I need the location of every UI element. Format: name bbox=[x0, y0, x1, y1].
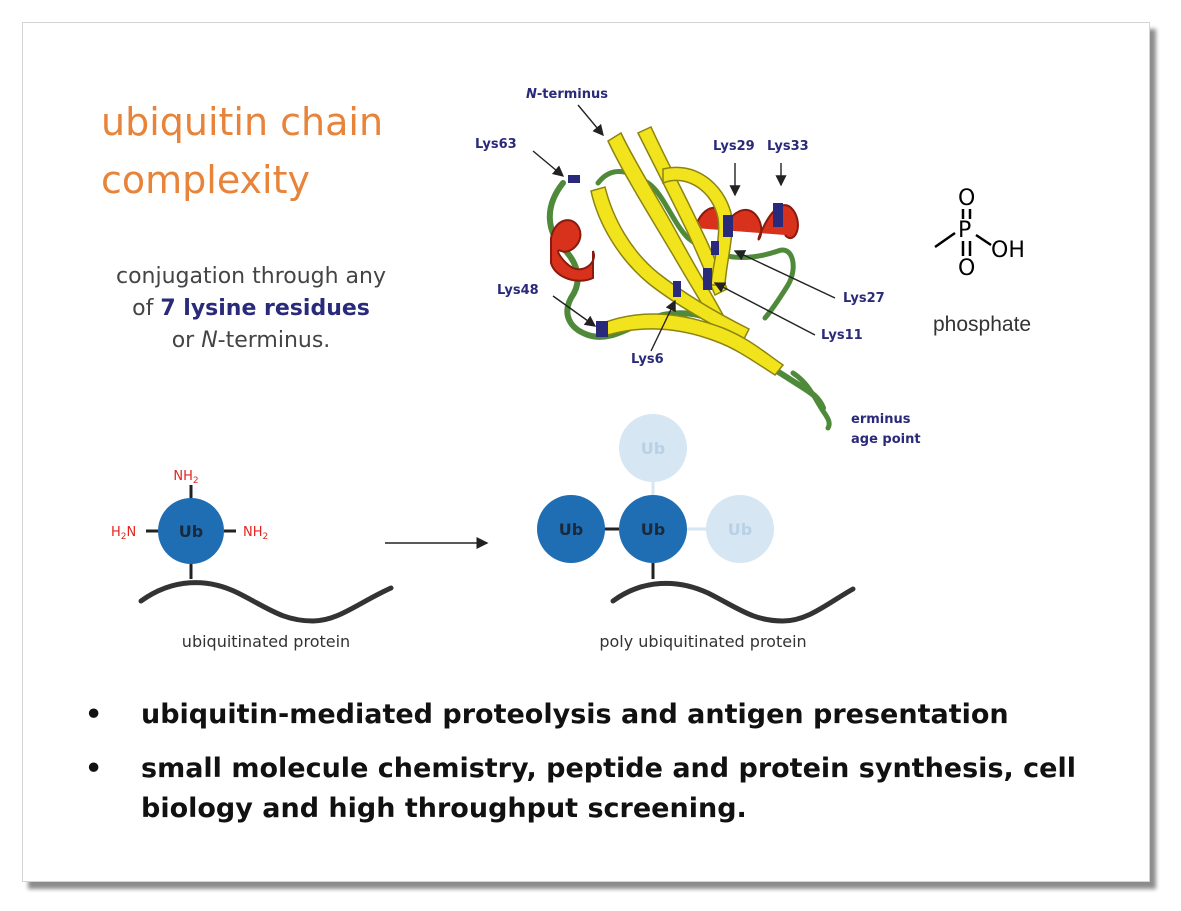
h2n-left-label: H2N bbox=[111, 525, 136, 542]
nh2-top-label: NH2 bbox=[173, 469, 198, 486]
mono-caption: ubiquitinated protein bbox=[182, 632, 350, 651]
slide-title: ubiquitin chain complexity bbox=[101, 93, 383, 209]
loop-c-tail bbox=[790, 370, 832, 431]
bullet-list: • ubiquitin-mediated proteolysis and ant… bbox=[85, 695, 1145, 843]
bullet-dot: • bbox=[85, 699, 103, 730]
slide: ubiquitin chain complexity conjugation t… bbox=[22, 22, 1150, 882]
phosphate-structure: O P OH O bbox=[934, 186, 1025, 281]
poly-ub-left-circle bbox=[537, 495, 605, 563]
mono-ub-label: Ub bbox=[179, 522, 203, 541]
mono-ubiquitin-diagram: Ub NH2 H2N NH2 ubiquitinated protein bbox=[111, 469, 394, 651]
lys11-label: Lys11 bbox=[821, 328, 863, 343]
ubiquitin-structure: N-terminus Lys63 Lys29 Lys33 Lys48 Lys27… bbox=[475, 87, 921, 447]
lys29-label: Lys29 bbox=[713, 139, 755, 154]
poly-ub-center-label: Ub bbox=[641, 520, 665, 539]
lys48-patch bbox=[596, 321, 608, 337]
conjugation-line-1: conjugation through any bbox=[115, 264, 386, 289]
lys29-patch bbox=[723, 215, 733, 237]
lys27-arrow bbox=[733, 250, 836, 299]
lys6-label: Lys6 bbox=[631, 352, 664, 367]
phosphate-o-bottom: O bbox=[958, 256, 975, 281]
c-terminus-label-line-2: age point bbox=[851, 432, 921, 447]
poly-ubiquitin-diagram: Ub Ub Ub Ub poly ubiquitinated protein bbox=[537, 414, 856, 651]
bullet-item: • small molecule chemistry, peptide and … bbox=[85, 749, 1145, 829]
poly-ub-center-circle bbox=[619, 495, 687, 563]
poly-ub-right-circle bbox=[706, 495, 774, 563]
lys11-patch bbox=[703, 268, 712, 290]
lys33-label: Lys33 bbox=[767, 139, 809, 154]
mono-protein-curve bbox=[138, 580, 394, 624]
conjugation-line-3-suffix: -terminus. bbox=[217, 328, 331, 353]
c-terminus-label-line-1: erminus bbox=[851, 412, 911, 427]
p-methyl-bond bbox=[934, 231, 956, 249]
lys11-arrow bbox=[713, 282, 816, 336]
poly-ub-top-label: Ub bbox=[641, 439, 665, 458]
lys48-arrow bbox=[552, 295, 597, 327]
title-line-1: ubiquitin chain bbox=[101, 100, 384, 144]
nh2-right-label: NH2 bbox=[243, 525, 268, 542]
lys48-label: Lys48 bbox=[497, 283, 539, 298]
phosphate-oh: OH bbox=[991, 238, 1025, 263]
lysine-residues-highlight: 7 lysine residues bbox=[160, 296, 370, 321]
conjugation-n-italic: N bbox=[201, 328, 218, 353]
lys33-patch bbox=[773, 203, 783, 227]
bullet-dot: • bbox=[85, 753, 103, 784]
lys6-arrow bbox=[650, 299, 676, 352]
lys27-patch bbox=[711, 241, 719, 255]
sheet-4 bbox=[590, 186, 751, 343]
phosphate-o-top: O bbox=[958, 186, 975, 211]
poly-protein-curve bbox=[610, 580, 856, 624]
lys6-patch bbox=[673, 281, 681, 297]
phosphate-label: phosphate bbox=[933, 313, 1032, 336]
bullet-item: • ubiquitin-mediated proteolysis and ant… bbox=[85, 695, 1145, 735]
poly-ub-right-label: Ub bbox=[728, 520, 752, 539]
bullet-text: ubiquitin-mediated proteolysis and antig… bbox=[141, 699, 1009, 730]
sheet-5 bbox=[602, 313, 785, 376]
poly-ub-left-label: Ub bbox=[559, 520, 583, 539]
lys63-patch bbox=[568, 175, 580, 183]
conjugation-line-2-prefix: of bbox=[132, 296, 161, 321]
lys27-label: Lys27 bbox=[843, 291, 885, 306]
poly-caption: poly ubiquitinated protein bbox=[599, 632, 806, 651]
lys63-label: Lys63 bbox=[475, 137, 517, 152]
n-terminus-label: N-terminus bbox=[526, 87, 608, 102]
p-oh-bond bbox=[975, 233, 992, 247]
phosphate-p: P bbox=[958, 218, 971, 243]
poly-ub-top-circle bbox=[619, 414, 687, 482]
conjugation-text: conjugation through any of 7 lysine resi… bbox=[91, 261, 411, 357]
mono-ub-circle bbox=[158, 498, 224, 564]
bullet-text: small molecule chemistry, peptide and pr… bbox=[141, 753, 1076, 824]
n-terminus-arrow bbox=[577, 104, 604, 137]
diagram-canvas: N-terminus Lys63 Lys29 Lys33 Lys48 Lys27… bbox=[111, 87, 1025, 651]
conjugation-line-3-prefix: or bbox=[171, 328, 202, 353]
title-line-2: complexity bbox=[101, 158, 310, 202]
lys63-arrow bbox=[532, 150, 565, 177]
helix-left bbox=[550, 219, 595, 282]
